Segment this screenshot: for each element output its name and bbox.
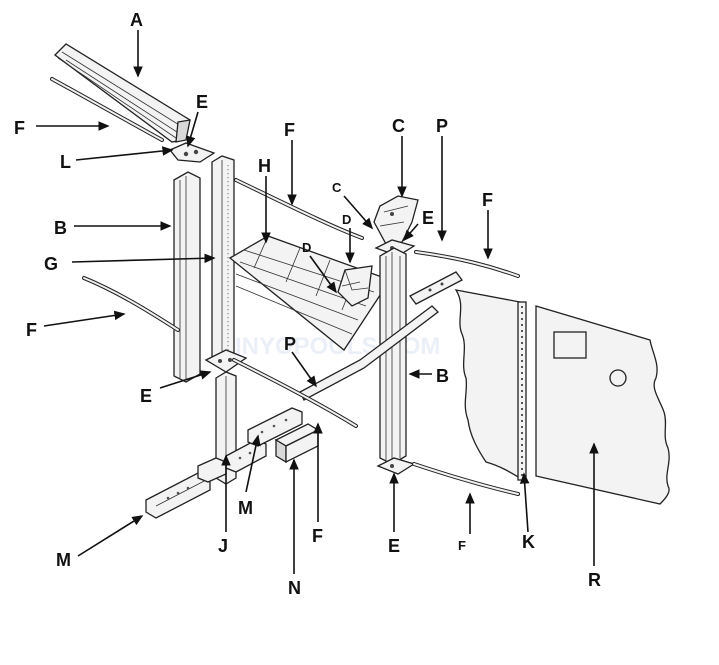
callout-f-left: F — [26, 320, 37, 340]
callout-b-right: B — [436, 366, 449, 386]
callout-e-top-right: E — [422, 208, 434, 228]
callout-j: J — [218, 536, 228, 556]
callout-g: G — [44, 254, 58, 274]
base-shoe-m-upper — [247, 407, 303, 447]
callout-n: N — [288, 578, 301, 598]
callout-e-top-left: E — [196, 92, 208, 112]
bottom-plate-e-left — [204, 349, 248, 373]
connector-p-right — [409, 271, 463, 305]
callout-c-small: C — [332, 180, 342, 195]
callout-m-middle: M — [238, 498, 253, 518]
bottom-rail-f-bottom — [412, 462, 520, 496]
upright-g — [211, 155, 235, 365]
callout-f-top-middle: F — [284, 120, 295, 140]
callout-e-right-bottom: E — [388, 536, 400, 556]
top-rail-a — [54, 43, 191, 143]
callout-d-left: D — [302, 240, 311, 255]
callout-p-top: P — [436, 116, 448, 136]
stabilizer-b-left — [173, 171, 201, 383]
callout-m-lower: M — [56, 550, 71, 570]
bottom-rail-f-right — [414, 250, 520, 278]
callout-l: L — [60, 152, 71, 172]
callout-k: K — [522, 532, 535, 552]
callout-p-lower: P — [284, 334, 296, 354]
block-n — [274, 423, 320, 464]
bottom-rail-f-lower — [232, 358, 358, 428]
callout-c-large: C — [392, 116, 405, 136]
callout-r: R — [588, 570, 601, 590]
top-plate-l — [168, 142, 216, 163]
callout-f-lower: F — [312, 526, 323, 546]
upright-b-right — [379, 247, 407, 465]
callout-e-left-bottom: E — [140, 386, 152, 406]
callout-a: A — [130, 10, 143, 30]
bottom-rail-f-left — [82, 276, 180, 332]
callout-f-right-top: F — [482, 190, 493, 210]
connector-p-lower — [299, 305, 439, 401]
callout-b-left: B — [54, 218, 67, 238]
callout-d-top: D — [342, 212, 351, 227]
stacking-strip-k — [517, 301, 527, 481]
cover-d — [337, 265, 373, 307]
callout-labels: A E F L F C P C H B D E F G D F P B E M … — [14, 10, 601, 598]
leader-arrows — [36, 30, 599, 574]
callout-h: H — [258, 156, 271, 176]
bottom-rail-f-middle — [234, 178, 364, 240]
bottom-rail-f-top — [50, 77, 164, 142]
callout-f-top-left: F — [14, 118, 25, 138]
callout-f-bottom: F — [458, 538, 466, 553]
liner-sheet — [454, 289, 521, 480]
top-cap-c — [373, 195, 419, 245]
wall-panel-r — [535, 305, 670, 505]
